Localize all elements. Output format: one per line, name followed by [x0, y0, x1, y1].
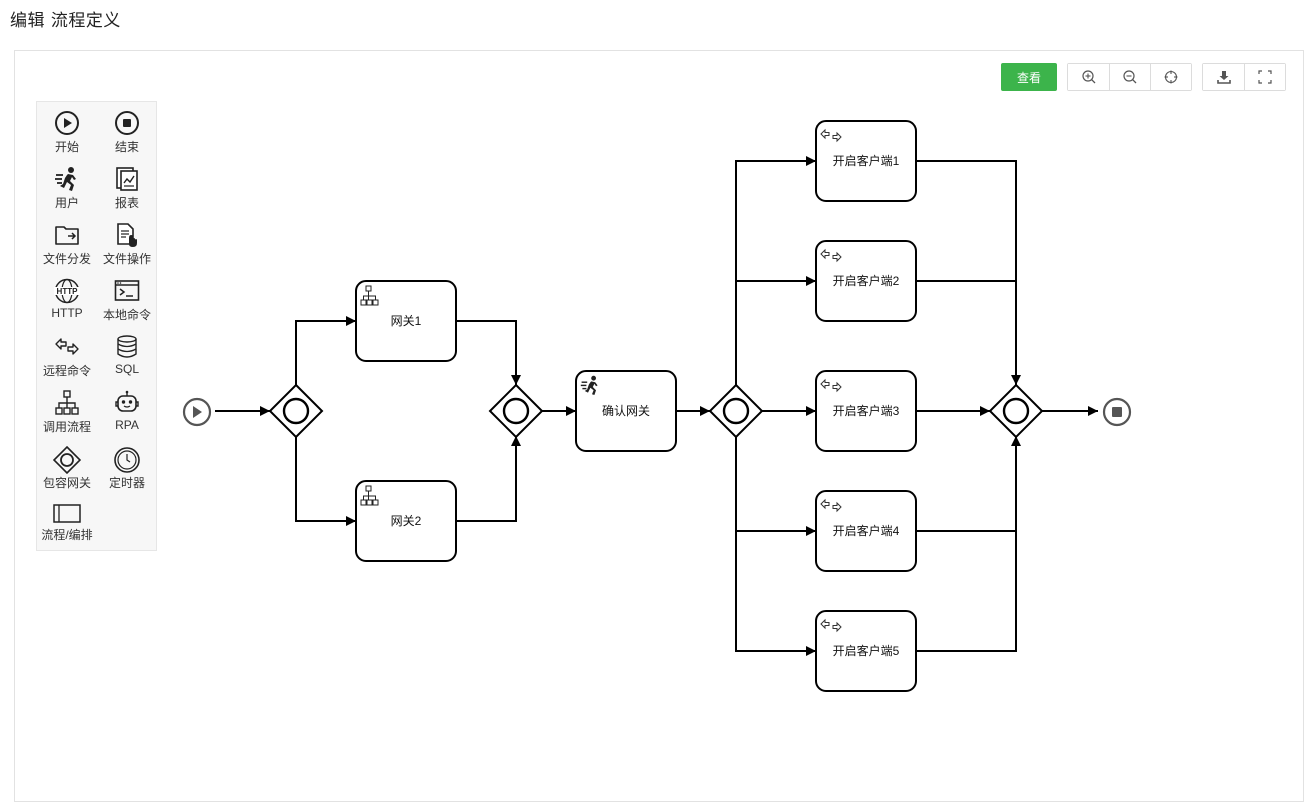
task-client-2[interactable]: 开启客户端2: [815, 240, 917, 322]
pool-icon: [53, 504, 81, 523]
palette-item-user[interactable]: 用户: [37, 158, 97, 214]
start-event[interactable]: [182, 397, 212, 427]
palette-item-label: 流程/编排: [41, 528, 93, 542]
task-confirm-gateway[interactable]: 确认网关: [575, 370, 677, 452]
task-label: 开启客户端3: [833, 403, 900, 418]
palette-item-local-command[interactable]: 本地命令: [97, 270, 157, 326]
palette-item-label: 报表: [114, 196, 139, 210]
flow-split-to-gw1: [295, 316, 356, 387]
task-client-1[interactable]: 开启客户端1: [815, 120, 917, 202]
palette-item-label: 远程命令: [42, 364, 91, 378]
palette-item-inclusive-gateway[interactable]: 包容网关: [37, 438, 97, 494]
zoom-in-button[interactable]: [1068, 64, 1109, 90]
reset-view-button[interactable]: [1150, 64, 1191, 90]
remote-command-icon: [55, 338, 79, 355]
palette-item-file-distribute[interactable]: 文件分发: [37, 214, 97, 270]
element-palette: 开始 结束 用户 报表 文件分发 文件操作 HTTP HTTP: [36, 101, 157, 551]
diagram-canvas[interactable]: 查看 开始 结束: [14, 50, 1304, 802]
palette-item-sql[interactable]: SQL: [97, 326, 157, 382]
task-client-4[interactable]: 开启客户端4: [815, 490, 917, 572]
page-title: 编辑 流程定义: [10, 11, 121, 31]
user-task-icon: [580, 375, 598, 395]
zoom-controls: [1067, 63, 1192, 91]
palette-item-label: 开始: [54, 140, 79, 154]
call-process-icon: [55, 390, 79, 415]
task-label: 网关1: [391, 314, 422, 328]
crosshair-icon: [1164, 70, 1178, 84]
palette-item-label: 文件分发: [42, 252, 91, 266]
flow-fork-to-c1: [735, 156, 816, 385]
view-button[interactable]: 查看: [1001, 63, 1057, 91]
task-label: 开启客户端4: [833, 523, 900, 538]
zoom-out-icon: [1123, 70, 1137, 84]
palette-item-label: 调用流程: [42, 420, 91, 434]
task-label: 开启客户端1: [833, 153, 900, 168]
fullscreen-button[interactable]: [1244, 64, 1285, 90]
task-client-3[interactable]: 开启客户端3: [815, 370, 917, 452]
task-label: 开启客户端5: [833, 643, 900, 658]
end-event[interactable]: [1102, 397, 1132, 427]
start-event-icon: [55, 111, 79, 135]
flow-fork-to-c4: [735, 437, 816, 536]
timer-icon: [114, 447, 140, 473]
palette-item-timer[interactable]: 定时器: [97, 438, 157, 494]
palette-item-file-operation[interactable]: 文件操作: [97, 214, 157, 270]
palette-item-label: 结束: [114, 140, 139, 154]
palette-item-label: 用户: [54, 196, 79, 210]
flow-gw2-to-join: [456, 436, 521, 522]
canvas-toolbar: 查看: [1001, 63, 1286, 91]
gateway-split[interactable]: [268, 383, 324, 439]
flow-gw1-to-join: [456, 320, 521, 385]
palette-item-label: RPA: [115, 418, 139, 432]
bpmn-diagram: 网关1 网关2 确认网关 开启客户端1: [182, 120, 1132, 692]
palette-item-label: 定时器: [108, 476, 145, 490]
export-controls: [1202, 63, 1286, 91]
task-label: 确认网关: [602, 404, 650, 418]
flow-fork-to-c5: [735, 531, 816, 656]
download-icon: [1216, 71, 1231, 84]
sequence-flows: [215, 156, 1098, 656]
flow-c1-to-merge: [916, 160, 1021, 385]
task-gateway-2[interactable]: 网关2: [355, 480, 457, 562]
flow-split-to-gw2: [295, 435, 356, 526]
palette-item-remote-command[interactable]: 远程命令: [37, 326, 97, 382]
palette-item-label: HTTP: [51, 306, 83, 320]
palette-item-start[interactable]: 开始: [37, 102, 97, 158]
palette-item-label: 本地命令: [102, 308, 151, 322]
file-operation-icon: [117, 223, 137, 247]
palette-item-label: SQL: [114, 362, 139, 376]
end-event-icon: [115, 111, 139, 135]
zoom-in-icon: [1081, 70, 1095, 84]
palette-item-label: 包容网关: [42, 476, 91, 490]
flow-c4-to-merge: [916, 436, 1021, 532]
gateway-join[interactable]: [488, 383, 544, 439]
gateway-fork[interactable]: [708, 383, 764, 439]
flow-c5-to-merge: [916, 531, 1017, 652]
http-icon: HTTP: [54, 278, 80, 304]
task-label: 网关2: [391, 514, 422, 528]
task-client-5[interactable]: 开启客户端5: [815, 610, 917, 692]
palette-item-http[interactable]: HTTP HTTP: [37, 270, 97, 326]
database-icon: [117, 335, 137, 358]
user-task-icon: [55, 167, 76, 191]
palette-item-end[interactable]: 结束: [97, 102, 157, 158]
palette-item-rpa[interactable]: RPA: [97, 382, 157, 438]
zoom-out-button[interactable]: [1109, 64, 1150, 90]
inclusive-gateway-icon: [53, 446, 81, 474]
fullscreen-icon: [1258, 70, 1272, 84]
file-distribute-icon: [55, 226, 79, 245]
palette-item-call-process[interactable]: 调用流程: [37, 382, 97, 438]
palette-item-label: 文件操作: [102, 252, 151, 266]
palette-item-pool[interactable]: 流程/编排: [37, 494, 97, 550]
download-button[interactable]: [1203, 64, 1244, 90]
gateway-merge[interactable]: [988, 383, 1044, 439]
palette-item-report[interactable]: 报表: [97, 158, 157, 214]
robot-icon: [115, 390, 139, 412]
task-gateway-1[interactable]: 网关1: [355, 280, 457, 362]
svg-text:HTTP: HTTP: [57, 287, 79, 296]
task-label: 开启客户端2: [833, 273, 900, 288]
local-command-icon: [114, 280, 140, 301]
report-icon: [116, 167, 138, 191]
